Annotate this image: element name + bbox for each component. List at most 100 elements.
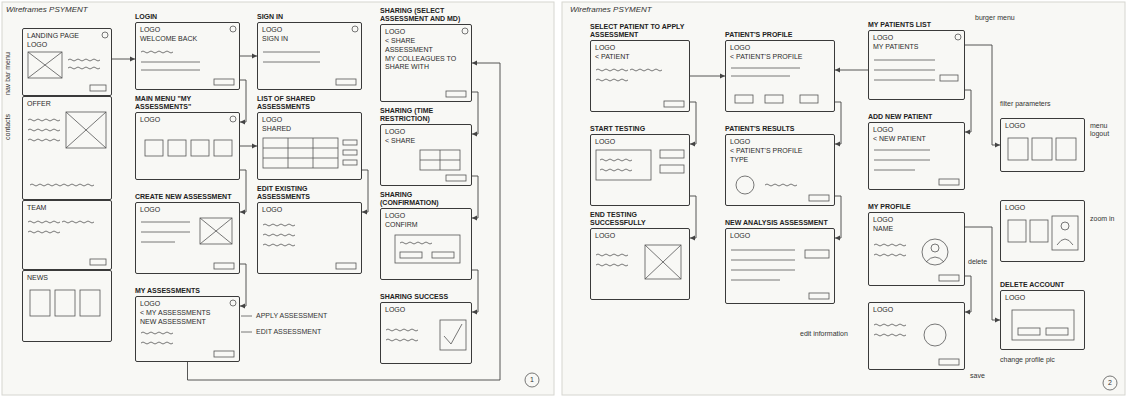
side-note: contacts bbox=[4, 90, 12, 140]
button-sketch bbox=[660, 150, 684, 158]
flow-line bbox=[362, 170, 368, 212]
button-sketch bbox=[1046, 328, 1068, 335]
button-sketch bbox=[214, 263, 234, 269]
flow-arrow bbox=[472, 270, 478, 315]
button-sketch bbox=[1018, 328, 1040, 335]
number-circle bbox=[525, 373, 539, 387]
screen-title: SHARING SUCCESS bbox=[380, 293, 470, 301]
flow-line bbox=[965, 227, 1000, 320]
icon-sketch bbox=[462, 28, 468, 34]
zoom-sketch bbox=[1052, 216, 1078, 250]
screen-text: LOGO bbox=[595, 44, 685, 52]
screen-text: LOGO bbox=[385, 212, 467, 220]
scribble bbox=[596, 254, 628, 256]
scribble bbox=[386, 339, 418, 341]
screen-title: SHARING (CONFIRMATION) bbox=[380, 191, 470, 207]
tile-sketch bbox=[214, 140, 232, 156]
flow-line bbox=[240, 80, 246, 122]
scribble bbox=[62, 221, 94, 223]
screen-wireframe: MAIN MENU "MY ASSESSMENTS"LOGO bbox=[135, 112, 240, 180]
screen-wireframe: OFFER bbox=[22, 96, 112, 200]
scribble bbox=[28, 119, 60, 121]
note-text: APPLY ASSESSMENT bbox=[256, 312, 356, 320]
table-sketch bbox=[263, 138, 338, 168]
scribble bbox=[596, 264, 628, 266]
scribble bbox=[28, 231, 60, 233]
screen-text: < PATIENT'S PROFILE bbox=[730, 147, 830, 155]
screen-wireframe: EDIT EXISTING ASSESSMENTSLOGO bbox=[257, 202, 362, 274]
screen-text: LOGO bbox=[140, 300, 235, 308]
screen-wireframe: SHARING (TIME RESTRICTION)LOGO< SHARE bbox=[380, 124, 472, 186]
button-sketch bbox=[805, 250, 829, 258]
button-sketch bbox=[735, 95, 753, 103]
note-text: save bbox=[970, 372, 1000, 380]
image-placeholder bbox=[645, 245, 681, 279]
screen-text: LOGO bbox=[1005, 122, 1080, 130]
screen-wireframe: SHARING SUCCESSLOGO bbox=[380, 302, 472, 364]
button-sketch bbox=[660, 165, 684, 173]
flow-line bbox=[472, 176, 478, 218]
flow-line bbox=[690, 102, 696, 144]
screen-text: NEWS bbox=[27, 274, 107, 282]
screen-wireframe: DELETE ACCOUNTLOGO bbox=[1000, 290, 1085, 350]
screen-wireframe: PATIENT'S RESULTSLOGO< PATIENT'S PROFILE… bbox=[725, 134, 835, 206]
screen-text: LOGO bbox=[385, 128, 467, 136]
button-sketch bbox=[809, 195, 829, 201]
button-sketch bbox=[765, 95, 783, 103]
sheet-number: 2 bbox=[1104, 379, 1116, 387]
card-sketch bbox=[1008, 138, 1028, 160]
flow-arrow bbox=[472, 92, 478, 137]
arrow-head bbox=[472, 216, 477, 221]
screen-text: LOGO bbox=[262, 116, 357, 124]
screen-text: SIGN IN bbox=[262, 35, 357, 43]
screen-text: OFFER bbox=[27, 100, 107, 108]
screen-wireframe: LANDING PAGELOGO bbox=[22, 28, 112, 96]
note-text: burger menu bbox=[975, 14, 1045, 22]
sheet-number: 1 bbox=[526, 376, 538, 384]
screen-text: LOGO bbox=[730, 44, 830, 52]
button-sketch bbox=[446, 175, 466, 181]
screen-text: TEAM bbox=[27, 204, 107, 212]
input-line bbox=[731, 250, 795, 280]
button-sketch bbox=[214, 79, 234, 85]
flow-line bbox=[240, 264, 246, 306]
scribble bbox=[400, 242, 432, 244]
button-sketch bbox=[90, 85, 106, 91]
screen-text: LOGO bbox=[140, 116, 235, 124]
scribble bbox=[62, 184, 94, 186]
screen-wireframe: LOGO bbox=[1000, 200, 1085, 262]
screen-text: < PATIENT'S PROFILE bbox=[730, 53, 830, 61]
list-line bbox=[874, 60, 935, 80]
screen-title: SHARING (SELECT ASSESSMENT AND MD) bbox=[380, 7, 470, 23]
icon-sketch bbox=[230, 300, 236, 306]
panel-sketch bbox=[596, 150, 651, 180]
button-sketch bbox=[664, 101, 684, 107]
card-sketch bbox=[1030, 220, 1048, 242]
input-line bbox=[141, 62, 200, 70]
button-sketch bbox=[940, 75, 958, 81]
screen-title: SELECT PATIENT TO APPLY ASSESSMENT bbox=[590, 23, 688, 39]
note-text: filter parameters bbox=[1000, 100, 1085, 108]
screen-wireframe: NEW ANALYSIS ASSESSMENTLOGO bbox=[725, 228, 835, 304]
flow-arrow bbox=[240, 264, 246, 309]
screen-wireframe: LOGO bbox=[1000, 118, 1085, 172]
arrow-head bbox=[240, 120, 245, 125]
button-sketch bbox=[336, 263, 356, 269]
screen-text: LOGO bbox=[140, 26, 235, 34]
screen-text: SHARED bbox=[262, 125, 357, 133]
flow-arrow bbox=[188, 61, 501, 381]
arrow-head bbox=[690, 142, 695, 147]
flow-line bbox=[690, 196, 696, 238]
scribble bbox=[874, 254, 906, 256]
scribble bbox=[765, 184, 797, 186]
scribble bbox=[68, 59, 100, 61]
arrow-head bbox=[362, 210, 367, 215]
number-circle bbox=[1103, 376, 1117, 390]
arrow-head bbox=[472, 132, 477, 137]
scribble bbox=[600, 169, 632, 171]
sketch-marks bbox=[28, 26, 1117, 390]
screen-title: LOGIN bbox=[135, 13, 238, 21]
button-sketch bbox=[214, 351, 234, 357]
sheet-title: Wireframes PSYMENT bbox=[6, 5, 88, 15]
tile-sketch bbox=[168, 140, 186, 156]
